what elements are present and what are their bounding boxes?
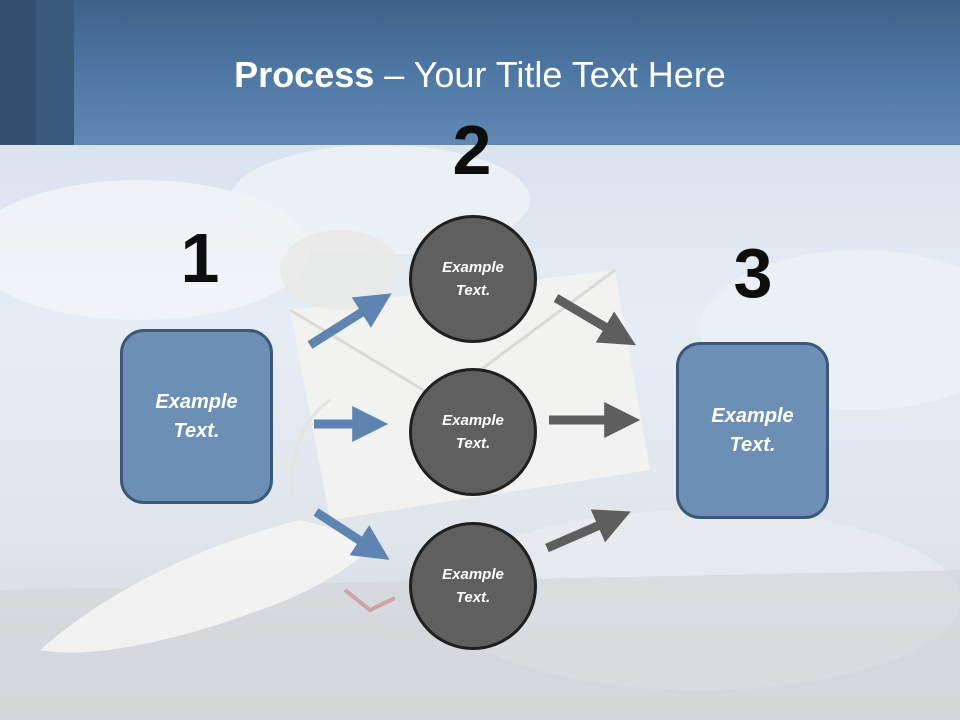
step-number-3: 3	[733, 234, 773, 312]
arrow-to-circle-1	[307, 293, 392, 349]
step-number-1: 1	[180, 219, 220, 297]
arrow-to-circle-3	[313, 508, 390, 560]
process-circle-1: Example Text.	[409, 215, 537, 343]
output-box-text: Example Text.	[711, 404, 794, 456]
title-bar-stripe-dark	[0, 0, 36, 145]
input-box-text: Example Text.	[155, 390, 238, 442]
title-bold: Process	[234, 54, 375, 95]
title-bar-stripe-mid	[36, 0, 74, 145]
process-circle-2: Example Text.	[409, 368, 537, 496]
process-circle-3: Example Text.	[409, 522, 537, 650]
title-bar: Process – Your Title Text Here	[0, 0, 960, 145]
title-rest: – Your Title Text Here	[374, 54, 726, 95]
input-box: Example Text.	[120, 329, 273, 504]
process-circle-2-text: Example Text.	[442, 412, 504, 452]
step-number-2: 2	[452, 111, 492, 189]
arrow-from-circle-3	[545, 509, 631, 553]
process-circle-1-text: Example Text.	[442, 259, 504, 299]
process-circle-3-text: Example Text.	[442, 566, 504, 606]
arrow-from-circle-1	[553, 294, 636, 346]
output-box: Example Text.	[676, 342, 829, 519]
slide-title: Process – Your Title Text Here	[0, 54, 960, 96]
